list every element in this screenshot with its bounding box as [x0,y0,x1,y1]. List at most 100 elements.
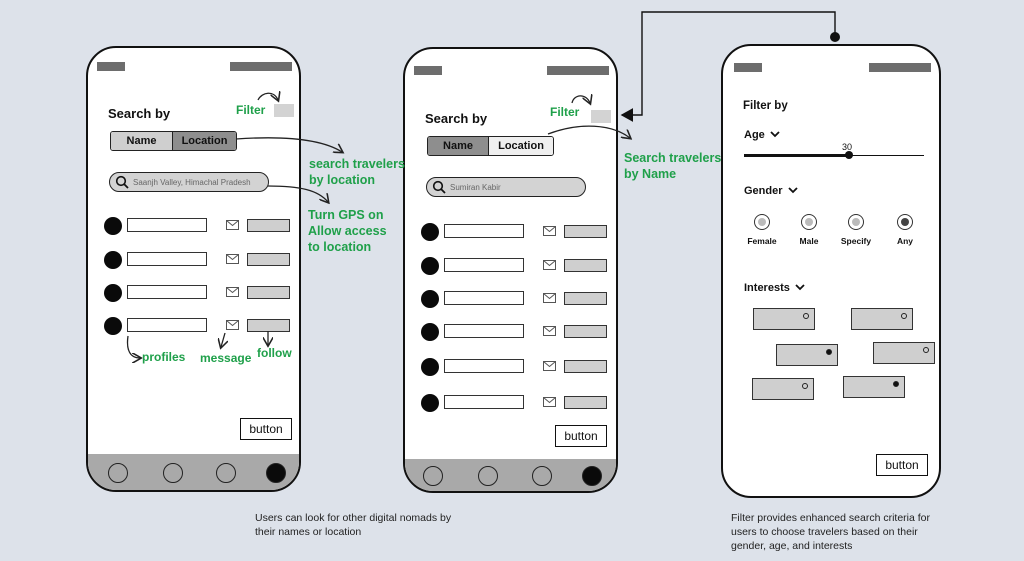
follow-button[interactable] [247,319,290,332]
caption-line: Filter provides enhanced search criteria… [731,512,931,524]
list-item[interactable] [104,217,294,235]
mail-icon[interactable] [543,226,556,236]
interest-chip[interactable] [753,308,815,330]
follow-button[interactable] [564,325,607,338]
list-item[interactable] [104,284,294,302]
radio-button[interactable] [897,214,913,230]
mail-icon[interactable] [543,326,556,336]
avatar[interactable] [421,394,439,412]
name-field [444,291,524,305]
search-input[interactable]: Sumiran Kabir [426,177,586,197]
age-slider-track-filled [744,154,850,157]
interest-chip[interactable] [776,344,838,366]
search-input[interactable]: Saanjh Valley, Himachal Pradesh [109,172,269,192]
gender-option-female[interactable]: Female [742,214,782,246]
name-field [127,285,207,299]
follow-button[interactable] [247,219,290,232]
avatar[interactable] [421,223,439,241]
interest-chip[interactable] [851,308,913,330]
avatar[interactable] [421,358,439,376]
age-dropdown[interactable]: Age [744,129,780,141]
gender-dropdown[interactable]: Gender [744,185,798,197]
interest-chip[interactable] [752,378,814,400]
list-item[interactable] [421,323,611,341]
action-button[interactable]: button [240,418,292,440]
avatar[interactable] [421,257,439,275]
interest-chip[interactable] [873,342,935,364]
name-field [444,395,524,409]
tab-name[interactable]: Name [111,132,174,150]
tab-name[interactable]: Name [428,137,490,155]
avatar[interactable] [104,251,122,269]
gender-option-any[interactable]: Any [885,214,925,246]
follow-button[interactable] [247,253,290,266]
radio-button[interactable] [848,214,864,230]
gender-option-specify[interactable]: Specify [836,214,876,246]
list-item[interactable] [421,394,611,412]
list-item[interactable] [421,358,611,376]
age-slider-thumb[interactable] [845,151,853,159]
mail-icon[interactable] [543,397,556,407]
nav-item[interactable] [423,466,443,486]
avatar[interactable] [104,317,122,335]
caption-line: Users can look for other digital nomads … [255,512,452,524]
follow-button[interactable] [247,286,290,299]
name-field [444,258,524,272]
nav-item[interactable] [216,463,236,483]
filter-button[interactable] [274,104,294,117]
interest-chip[interactable] [843,376,905,398]
avatar[interactable] [104,284,122,302]
mail-icon[interactable] [543,293,556,303]
radio-button[interactable] [754,214,770,230]
nav-item[interactable] [163,463,183,483]
chevron-down-icon [787,187,798,194]
gender-label-specify: Specify [840,236,872,246]
tab-location[interactable]: Location [489,137,553,155]
nav-item[interactable] [108,463,128,483]
list-item[interactable] [104,317,294,335]
status-bar-right [547,66,609,75]
interests-label: Interests [744,282,790,294]
mail-icon[interactable] [226,287,239,297]
bottom-nav [88,454,299,490]
filter-button[interactable] [591,110,611,123]
list-item[interactable] [421,290,611,308]
gender-label-male: Male [799,236,819,246]
nav-item[interactable] [532,466,552,486]
page-title: Search by [425,111,488,126]
action-button[interactable]: button [876,454,928,476]
list-item[interactable] [421,257,611,275]
mail-icon[interactable] [226,320,239,330]
list-item[interactable] [104,251,294,269]
annotation-line: Allow access [308,224,387,238]
annotation-line: to location [308,240,372,254]
interests-dropdown[interactable]: Interests [744,282,805,294]
annotation-line: Search travelers [624,151,722,165]
radio-button[interactable] [801,214,817,230]
nav-item-active[interactable] [582,466,602,486]
follow-button[interactable] [564,292,607,305]
mail-icon[interactable] [543,361,556,371]
mail-icon[interactable] [226,254,239,264]
follow-button[interactable] [564,259,607,272]
filter-label[interactable]: Filter [550,105,580,119]
bottom-nav [405,459,616,491]
avatar[interactable] [104,217,122,235]
follow-button[interactable] [564,225,607,238]
tab-location[interactable]: Location [173,132,236,150]
list-item[interactable] [421,223,611,241]
avatar[interactable] [421,290,439,308]
mail-icon[interactable] [543,260,556,270]
gender-option-male[interactable]: Male [789,214,829,246]
avatar[interactable] [421,323,439,341]
action-button[interactable]: button [555,425,607,447]
follow-button[interactable] [564,360,607,373]
nav-item-active[interactable] [266,463,286,483]
filter-label[interactable]: Filter [236,103,266,117]
search-icon [432,180,446,194]
phone-search-by-name: Search by Filter Name Location Sumiran K… [403,47,618,493]
annotation-search-location: search travelers by location [309,156,405,188]
follow-button[interactable] [564,396,607,409]
nav-item[interactable] [478,466,498,486]
mail-icon[interactable] [226,220,239,230]
